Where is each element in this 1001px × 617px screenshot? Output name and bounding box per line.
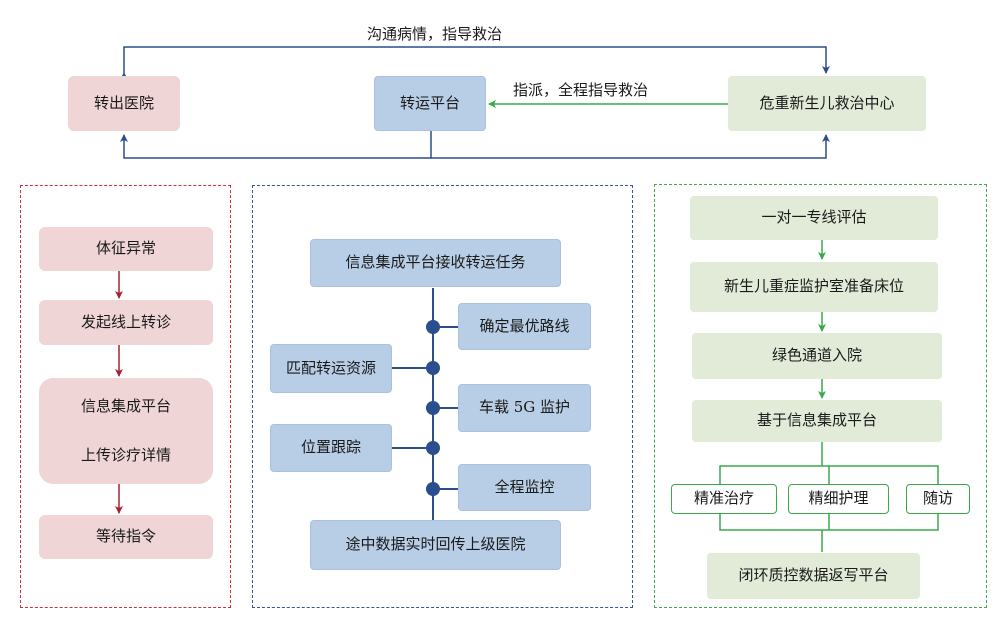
step-abnormal-signs: 体征异常 [39, 227, 213, 271]
node-dot [426, 482, 440, 496]
bottom-line-left [120, 131, 432, 159]
full-monitoring-box: 全程监控 [458, 464, 591, 511]
assign-arrow-label: 指派，全程指导救治 [513, 81, 649, 99]
green-channel-box: 绿色通道入院 [692, 333, 942, 379]
precise-treatment-box: 精准治疗 [671, 484, 777, 514]
top-communication-line [120, 46, 830, 80]
source-hospital-box: 转出医院 [68, 76, 180, 131]
receive-task-box: 信息集成平台接收转运任务 [310, 239, 561, 287]
one-to-one-assessment-box: 一对一专线评估 [690, 196, 938, 240]
node-dot [426, 441, 440, 455]
closed-loop-qc-box: 闭环质控数据返写平台 [707, 553, 920, 599]
node-dot [426, 401, 440, 415]
optimal-route-box: 确定最优路线 [458, 303, 591, 350]
follow-up-box: 随访 [906, 484, 970, 514]
info-platform-based-box: 基于信息集成平台 [692, 400, 942, 442]
bottom-line-right [431, 134, 830, 159]
step-initiate-referral: 发起线上转诊 [39, 300, 213, 345]
transport-platform-box: 转运平台 [374, 76, 486, 131]
realtime-data-box: 途中数据实时回传上级医院 [310, 520, 561, 570]
location-tracking-box: 位置跟踪 [270, 424, 392, 472]
top-arrow-label: 沟通病情，指导救治 [367, 25, 503, 43]
fine-nursing-box: 精细护理 [788, 484, 889, 514]
right-panel [654, 184, 987, 608]
middle-panel [252, 185, 633, 608]
vehicle-5g-monitor-box: 车载 5G 监护 [458, 384, 591, 432]
left-panel [20, 185, 231, 608]
match-resources-box: 匹配转运资源 [270, 344, 392, 393]
nicu-bed-prep-box: 新生儿重症监护室准备床位 [690, 262, 938, 312]
nicu-center-box: 危重新生儿救治中心 [728, 76, 926, 131]
step-await-instructions: 等待指令 [39, 515, 213, 559]
node-dot [426, 361, 440, 375]
step-upload-details: 信息集成平台 上传诊疗详情 [39, 378, 213, 484]
node-dot [426, 320, 440, 334]
